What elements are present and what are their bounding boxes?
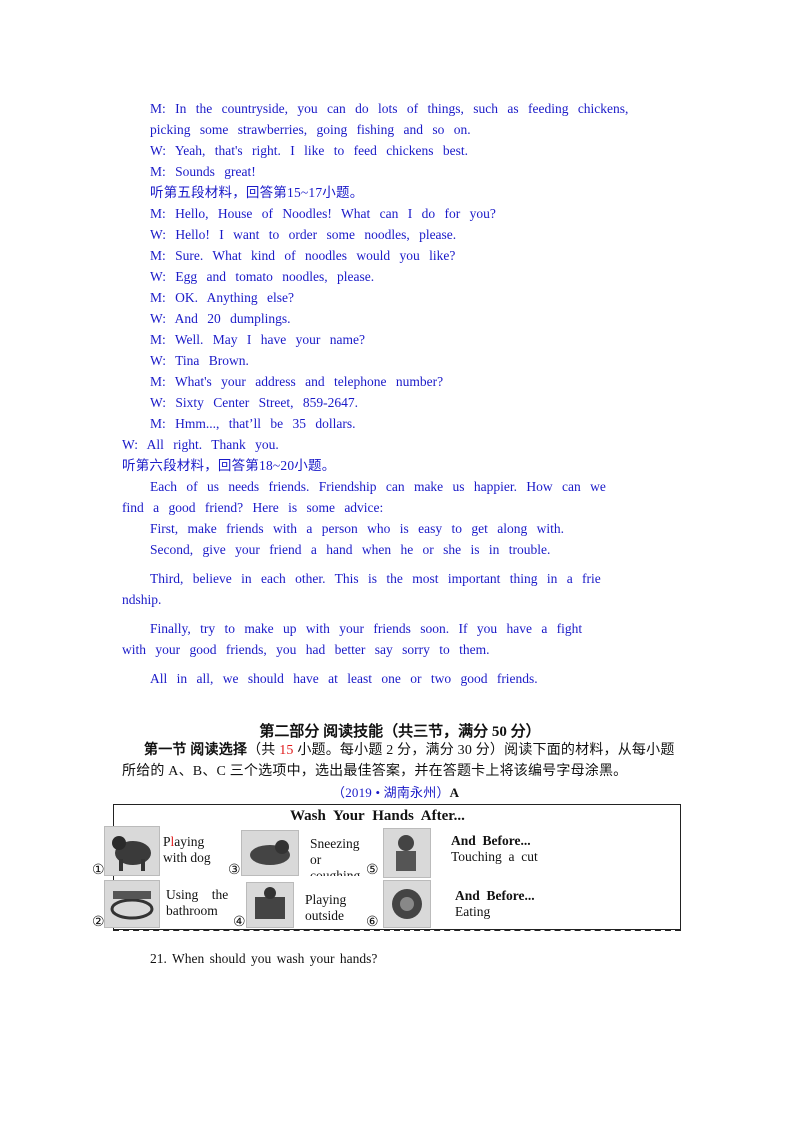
passage-line: All in all, we should have at least one … [150,671,538,686]
part2-title: 第二部分 阅读技能（共三节，满分 50 分） [259,724,541,740]
dialogue-line: W: Egg and tomato noodles, please. [150,269,375,284]
eating-picture [383,880,431,928]
section1-instructions: 第一节 阅读选择（共 15 小题。每小题 2 分，满分 30 分）阅读下面的材料… [144,742,675,760]
passage-letter: A [449,785,460,800]
dashed-divider [113,929,681,931]
eating-icon [392,889,422,919]
sneeze-icon [250,840,290,865]
passage-line: ndship. [122,592,162,607]
caption-bold: And Before... [451,833,531,848]
caption-first: P [163,834,171,849]
item-number: ⑤ [366,863,379,878]
box-title: Wash Your Hands After... [290,808,465,824]
caption-line1: Playing [305,892,347,907]
transcript-line: M: Sounds great! [150,164,256,179]
dog-picture [104,826,160,876]
dog-icon [112,836,151,871]
item-caption: Sneezing or coughing [310,836,360,876]
dialogue-line: W: Tina Brown. [150,353,249,368]
dialogue-line: W: Hello! I want to order some noodles, … [150,227,457,242]
section1-instructions-2: 所给的 A、B、C 三个选项中，选出最佳答案，并在答题卡上将该编号字母涂黑。 [122,764,628,779]
section1-desc: 小题。每小题 2 分，满分 30 分）阅读下面的材料，从每小题 [293,743,675,758]
passage-line: find a good friend? Here is some advice: [122,500,384,515]
dialogue-line: M: Well. May I have your name? [150,332,365,347]
item-caption: Using the bathroom [166,887,228,919]
caption-rest: aying [174,834,205,849]
dialogue-line: M: OK. Anything else? [150,290,294,305]
item-caption: And Before... Eating [455,888,535,920]
caption-line1: Using the [166,887,229,902]
passage-line: Each of us needs friends. Friendship can… [150,479,606,494]
dialogue-line: W: And 20 dumplings. [150,311,291,326]
cut-picture [383,828,431,878]
section1-label: 第一节 阅读选择 [144,743,248,758]
passage-line: Third, believe in each other. This is th… [150,571,601,586]
caption-bold: And Before... [455,888,535,903]
caption-red-letter: l [170,834,175,849]
dialogue-line: W: All right. Thank you. [122,437,279,452]
dialogue-line: M: Sure. What kind of noodles would you … [150,248,456,263]
passage-line: First, make friends with a person who is… [150,521,564,536]
transcript-line: picking some strawberries, going fishing… [150,122,471,137]
transcript-line: M: In the countryside, you can do lots o… [150,101,629,116]
dialogue-line: M: Hello, House of Noodles! What can I d… [150,206,496,221]
item-caption: And Before... Touching a cut [451,833,538,865]
caption-line2: bathroom [166,903,218,918]
item-number: ③ [228,863,241,878]
caption-line2: or [310,852,322,867]
dialogue-line: M: What's your address and telephone num… [150,374,444,389]
caption-line2: Eating [455,904,491,919]
bathroom-picture [104,880,160,928]
sneezing-picture [241,830,299,876]
caption-line2: with dog [163,850,211,865]
bathroom-icon [110,891,154,920]
dialogue-line: M: Hmm..., that’ll be 35 dollars. [150,416,356,431]
item-number: ② [92,915,105,930]
source-note: （2019 • 湖南永州）A [332,784,459,802]
caption-line3: coughing [310,868,361,876]
section1-count-pre: （共 [247,743,280,758]
section5-heading: 听第五段材料，回答第15~17小题。 [150,185,364,200]
item-number: ⑥ [366,915,379,930]
question-21: 21. When should you wash your hands? [150,951,378,966]
outside-picture [246,882,294,928]
play-outside-icon [255,887,285,919]
passage-line: Second, give your friend a hand when he … [150,542,551,557]
touch-cut-icon [396,835,416,871]
caption-line2: outside [305,908,344,923]
dialogue-line: W: Sixty Center Street, 859-2647. [150,395,358,410]
caption-line2: Touching a cut [451,849,538,864]
item-number: ④ [233,915,246,930]
section6-heading: 听第六段材料，回答第18~20小题。 [122,458,336,473]
item-caption: Playing with dog [163,834,211,866]
transcript-line: W: Yeah, that's right. I like to feed ch… [150,143,468,158]
item-caption: Playing outside [305,892,346,924]
item-number: ① [92,863,105,878]
passage-line: with your good friends, you had better s… [122,642,490,657]
section1-count: 15 [279,743,294,758]
source-text: （2019 • 湖南永州） [332,785,450,800]
passage-line: Finally, try to make up with your friend… [150,621,583,636]
caption-line1: Sneezing [310,836,360,851]
